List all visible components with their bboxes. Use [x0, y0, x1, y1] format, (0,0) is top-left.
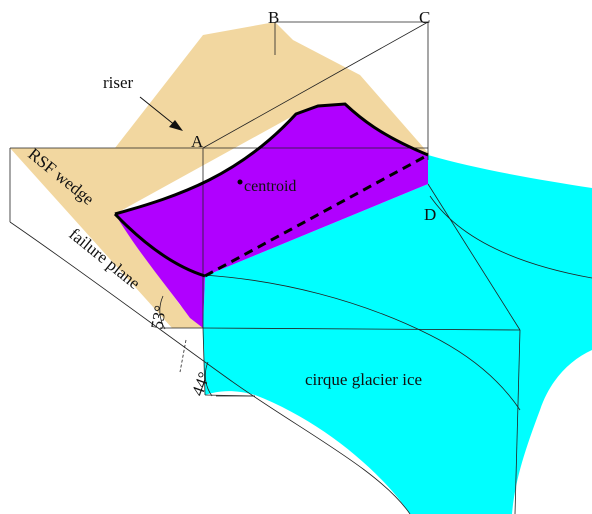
label-glacier-ice: cirque glacier ice: [305, 370, 422, 389]
angle-tick: [179, 339, 187, 373]
angle-arc-44: [204, 361, 213, 397]
riser-arrow: [139, 96, 183, 131]
rsf-wedge-bottom-outline: [113, 212, 206, 278]
label-B: B: [268, 8, 279, 27]
construction-lines: [9, 21, 592, 514]
label-A: A: [191, 132, 204, 151]
label-C: C: [419, 8, 430, 27]
rsf-wedge-top-outline: [114, 102, 429, 216]
label-angle-53: 53°: [147, 304, 170, 331]
angle-arc-53: [159, 295, 166, 330]
lower-slope-surface: [10, 148, 203, 328]
glacier-ice-body: [203, 155, 592, 514]
label-centroid: centroid: [244, 178, 296, 195]
centroid-point: [237, 179, 243, 185]
label-riser: riser: [103, 73, 134, 92]
rsf-wedge-dashed-base: [204, 153, 429, 278]
label-D: D: [424, 205, 436, 224]
